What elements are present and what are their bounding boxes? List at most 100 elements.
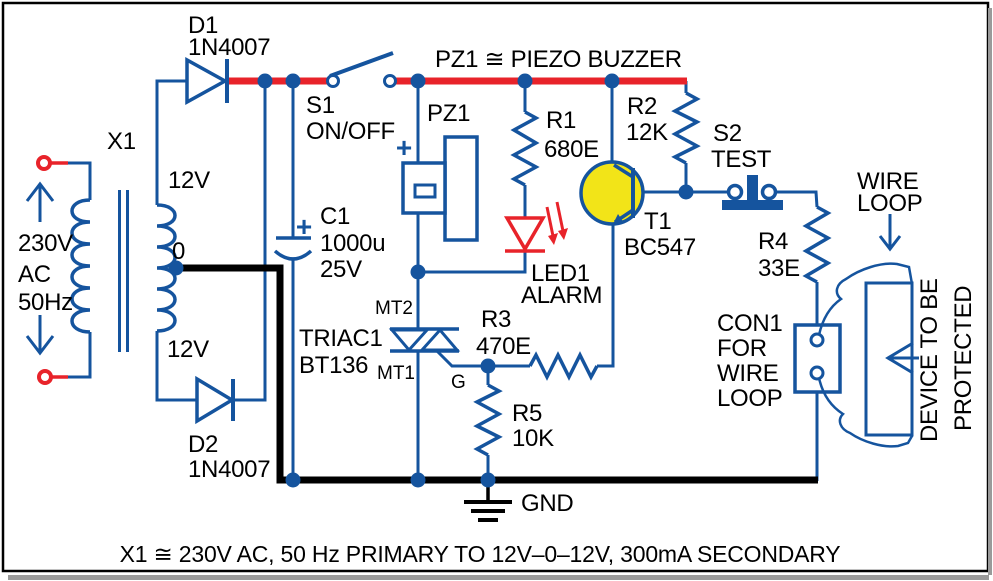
connector-con1-pin-bottom xyxy=(809,365,825,381)
junction-dot-center-tap xyxy=(168,260,184,276)
label-device-1: DEVICE TO BE xyxy=(916,278,943,442)
ac-arrow-up-icon xyxy=(25,181,55,202)
shadow-right xyxy=(988,8,992,575)
switch-s2-contact-left xyxy=(726,183,744,201)
wire-loop-arrow-icon xyxy=(878,235,902,252)
label-pz1-ref: PZ1 xyxy=(427,100,470,127)
wire-loop-upper xyxy=(817,262,914,336)
label-d2-ref: D2 xyxy=(188,431,218,458)
led1-symbol xyxy=(503,216,547,253)
label-rail-note: PZ1 ≅ PIEZO BUZZER xyxy=(435,46,682,73)
led1-ray-2-head xyxy=(558,228,568,240)
junction-dot xyxy=(285,472,301,488)
wire-t1-emitter-to-r3 xyxy=(597,224,615,368)
resistor-r5-symbol xyxy=(473,383,503,457)
label-t1-value: BC547 xyxy=(624,234,696,261)
ground-bus-wire xyxy=(176,264,818,484)
label-c1-ref: C1 xyxy=(320,203,350,230)
transformer-secondary-coil xyxy=(156,203,177,333)
switch-s2-contact-right xyxy=(760,183,778,201)
ac-terminal-top-icon xyxy=(36,155,52,171)
label-input-voltage: 230V xyxy=(18,230,73,257)
wire-s2-to-r4 xyxy=(776,190,819,208)
label-r5-ref: R5 xyxy=(512,400,542,427)
label-c1-polarity: + xyxy=(296,211,312,242)
junction-dot xyxy=(604,73,620,89)
label-x1-ref: X1 xyxy=(107,128,136,155)
label-con1-4: LOOP xyxy=(717,385,783,412)
junction-dot xyxy=(410,264,426,280)
label-r1-value: 680E xyxy=(544,136,599,163)
switch-s1-contact-right xyxy=(383,74,397,88)
shadow-bottom xyxy=(8,575,989,580)
wire-triac-gate xyxy=(435,349,488,368)
junction-dot xyxy=(410,472,426,488)
wire-secondary-bottom-to-d2 xyxy=(155,331,197,402)
label-r2-value: 12K xyxy=(626,119,668,146)
label-tap-center: 0 xyxy=(172,238,185,265)
junction-dot xyxy=(517,73,533,89)
triac-triangle-down xyxy=(388,328,431,353)
label-r3-ref: R3 xyxy=(481,306,511,333)
transformer-primary-coil xyxy=(70,198,91,334)
junction-dot xyxy=(285,73,301,89)
label-wire-loop-2: LOOP xyxy=(857,190,923,217)
switch-s1-contact-left xyxy=(326,74,340,88)
label-tap-bottom: 12V xyxy=(167,336,209,363)
ac-arrow-down-icon xyxy=(25,335,55,356)
label-input-frequency: 50Hz xyxy=(18,289,73,316)
buzzer-pz1-port xyxy=(413,183,437,199)
label-c1-value: 1000u xyxy=(320,230,385,257)
junction-dot xyxy=(480,472,496,488)
label-r2-ref: R2 xyxy=(627,93,657,120)
junction-dot xyxy=(257,73,273,89)
label-device-2: PROTECTED xyxy=(950,286,977,431)
junction-dot xyxy=(480,358,496,374)
wire-led-cathode xyxy=(418,252,527,274)
wire-d2-riser xyxy=(232,81,267,402)
wire-secondary-top-to-d1 xyxy=(155,79,187,205)
label-triac-value: BT136 xyxy=(299,352,368,379)
label-gnd: GND xyxy=(521,490,573,517)
transistor-t1-emitter-arrow xyxy=(612,214,624,226)
led1-ray-2 xyxy=(555,201,565,232)
label-con1-3: WIRE xyxy=(717,360,778,387)
label-d2-value: 1N4007 xyxy=(188,456,270,483)
junction-dot xyxy=(410,73,426,89)
capacitor-c1-plate-negative xyxy=(273,249,313,261)
label-con1-2: FOR xyxy=(717,335,767,362)
transistor-t1-collector-lead xyxy=(613,163,634,179)
triac-triangle-up xyxy=(418,327,461,352)
label-led1-function: ALARM xyxy=(521,282,602,309)
label-led1-ref: LED1 xyxy=(531,260,590,287)
label-triac-ref: TRIAC1 xyxy=(299,325,383,352)
label-s2-mode: TEST xyxy=(711,146,772,173)
label-wire-loop-1: WIRE xyxy=(857,168,918,195)
wire-primary-top-lead xyxy=(68,161,92,200)
junction-dot xyxy=(678,184,694,200)
label-s1-ref: S1 xyxy=(306,92,335,119)
label-r4-value: 33E xyxy=(758,255,800,282)
label-s2-ref: S2 xyxy=(713,120,742,147)
label-r5-value: 10K xyxy=(512,425,554,452)
diode-d2-symbol xyxy=(195,375,236,425)
resistor-r1-symbol xyxy=(510,110,540,187)
wire-primary-bottom-lead xyxy=(68,332,92,379)
label-con1-1: CON1 xyxy=(717,310,782,337)
switch-s2-bar xyxy=(722,200,783,210)
label-triac-gate: G xyxy=(451,372,466,393)
label-pz1-polarity: + xyxy=(396,132,412,163)
ac-terminal-bottom-icon xyxy=(37,369,53,385)
label-input-type: AC xyxy=(18,261,51,288)
label-r1-ref: R1 xyxy=(546,107,576,134)
led1-ray-1 xyxy=(545,206,555,237)
label-t1-ref: T1 xyxy=(644,208,671,235)
label-triac-mt2: MT2 xyxy=(375,298,413,319)
switch-s2-plunger xyxy=(747,175,758,202)
caption-transformer-spec: X1 ≅ 230V AC, 50 Hz PRIMARY TO 12V–0–12V… xyxy=(120,541,841,567)
switch-s1-lever xyxy=(329,51,394,78)
label-s1-mode: ON/OFF xyxy=(306,118,395,145)
